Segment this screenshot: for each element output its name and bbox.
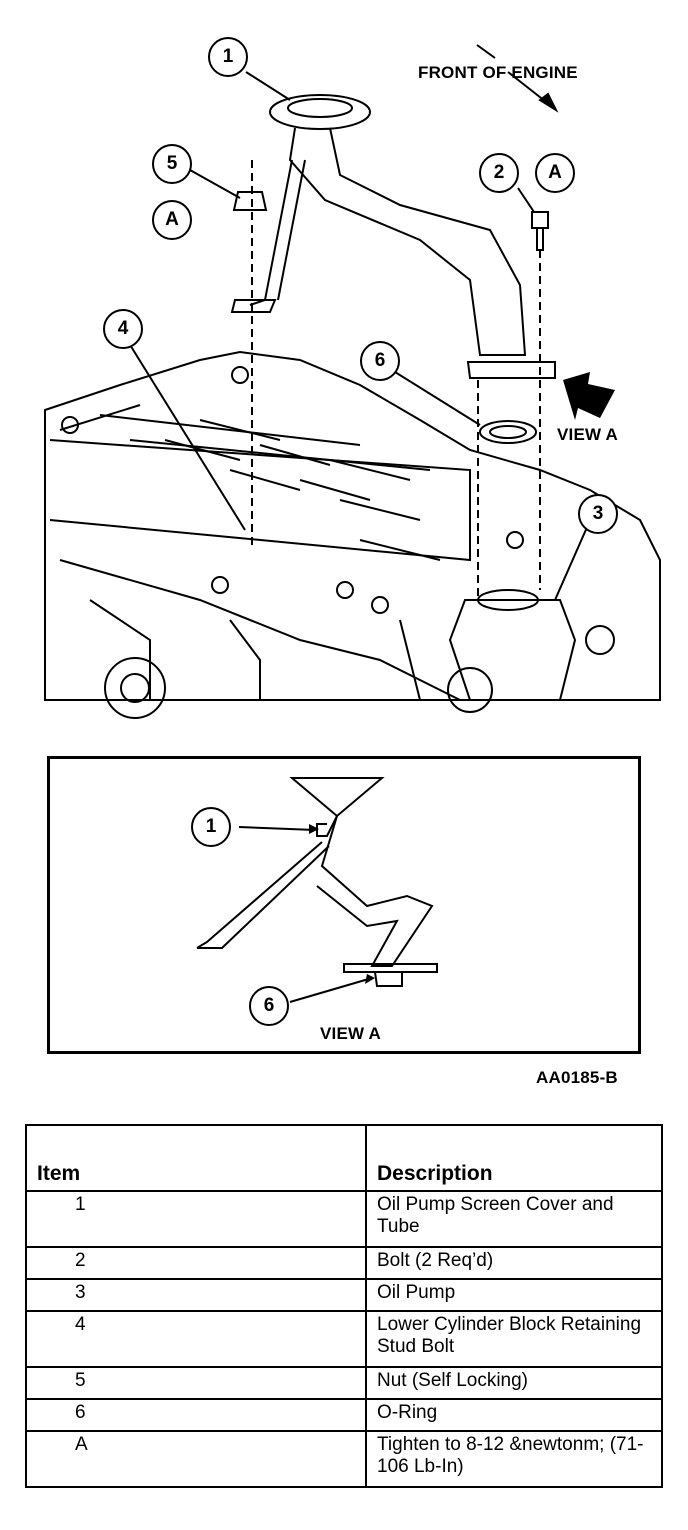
row-item: 1 bbox=[25, 1190, 367, 1248]
callout-2: 2 bbox=[479, 153, 519, 193]
front-of-engine-label: FRONT OF ENGINE bbox=[418, 63, 578, 82]
callout-a-right: A bbox=[535, 153, 575, 193]
table-row: 5 Nut (Self Locking) bbox=[25, 1366, 663, 1400]
view-callout-6: 6 bbox=[249, 986, 289, 1026]
row-item: 2 bbox=[25, 1246, 367, 1280]
row-description: O-Ring bbox=[365, 1398, 663, 1432]
row-description: Bolt (2 Req’d) bbox=[365, 1246, 663, 1280]
callout-4: 4 bbox=[103, 309, 143, 349]
view-a-caption: VIEW A bbox=[320, 1024, 382, 1043]
callout-a-left: A bbox=[152, 200, 192, 240]
row-item: 3 bbox=[25, 1278, 367, 1312]
row-item: A bbox=[25, 1430, 367, 1488]
callout-3: 3 bbox=[578, 494, 618, 534]
figure-code: AA0185-B bbox=[536, 1068, 618, 1087]
view-callout-1: 1 bbox=[191, 807, 231, 847]
row-item: 4 bbox=[25, 1310, 367, 1368]
table-row: 6 O-Ring bbox=[25, 1398, 663, 1432]
row-description: Oil Pump bbox=[365, 1278, 663, 1312]
row-description: Tighten to 8-12 &newtonm; (71-106 Lb-In) bbox=[365, 1430, 663, 1488]
header-item: Item bbox=[25, 1124, 367, 1192]
header-description: Description bbox=[365, 1124, 663, 1192]
table-row: 2 Bolt (2 Req’d) bbox=[25, 1246, 663, 1280]
view-a-label: VIEW A bbox=[557, 425, 619, 444]
row-item: 5 bbox=[25, 1366, 367, 1400]
table-row: 4 Lower Cylinder Block Retaining Stud Bo… bbox=[25, 1310, 663, 1368]
row-description: Nut (Self Locking) bbox=[365, 1366, 663, 1400]
row-description: Oil Pump Screen Cover and Tube bbox=[365, 1190, 663, 1248]
row-item: 6 bbox=[25, 1398, 367, 1432]
engine-diagram bbox=[44, 44, 661, 719]
view-a-diagram bbox=[196, 777, 438, 1003]
callout-5: 5 bbox=[152, 144, 192, 184]
callout-6: 6 bbox=[360, 341, 400, 381]
table-row: 3 Oil Pump bbox=[25, 1278, 663, 1312]
table-row: A Tighten to 8-12 &newtonm; (71-106 Lb-I… bbox=[25, 1430, 663, 1488]
table-row: 1 Oil Pump Screen Cover and Tube bbox=[25, 1190, 663, 1248]
legend-header-row: Item Description bbox=[25, 1124, 663, 1192]
row-description: Lower Cylinder Block Retaining Stud Bolt bbox=[365, 1310, 663, 1368]
view-a-box bbox=[47, 756, 641, 1054]
legend-table: Item Description 1 Oil Pump Screen Cover… bbox=[25, 1124, 663, 1488]
callout-1: 1 bbox=[208, 37, 248, 77]
